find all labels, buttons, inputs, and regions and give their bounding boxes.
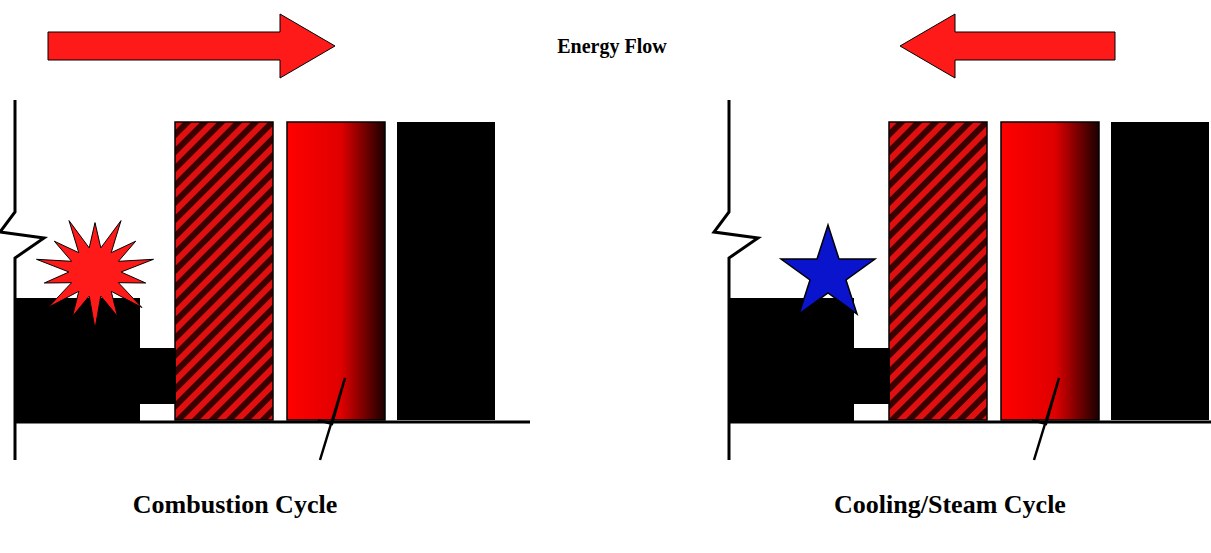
energy-arrow bbox=[900, 14, 1115, 78]
panel-caption: Combustion Cycle bbox=[133, 490, 337, 520]
energy-arrow bbox=[48, 14, 335, 78]
wall-layers bbox=[0, 100, 530, 460]
cooling-star bbox=[781, 225, 875, 314]
wall-layers bbox=[714, 100, 1211, 460]
explosion-symbol bbox=[37, 221, 154, 329]
panel-caption: Cooling/Steam Cycle bbox=[834, 490, 1066, 520]
flow-label: Energy Flow bbox=[557, 35, 666, 58]
